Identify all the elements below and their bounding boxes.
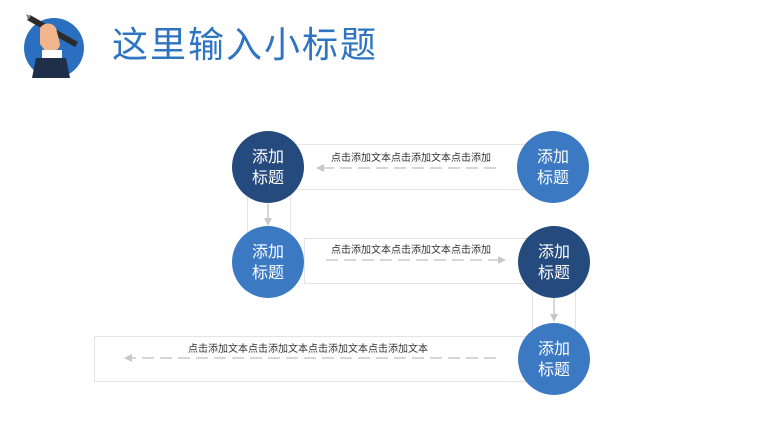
row-3-panel [94, 336, 554, 382]
row-2-text: 点击添加文本点击添加文本点击添加 [331, 245, 491, 256]
node-4-line1: 添加 [537, 242, 570, 261]
node-2-line1: 添加 [536, 147, 569, 166]
row-3-text: 点击添加文本点击添加文本点击添加文本点击添加文本 [188, 344, 428, 355]
node-5-line2: 标题 [537, 360, 570, 379]
node-4-line2: 标题 [537, 263, 570, 282]
node-3: 添加 标题 [232, 226, 304, 298]
node-2-line2: 标题 [536, 168, 569, 187]
hand-holding-pen-icon [24, 14, 84, 78]
node-3-line1: 添加 [251, 242, 284, 261]
row-1-panel [268, 144, 554, 190]
node-1: 添加 标题 [232, 131, 304, 203]
slide-title: 这里输入小标题 [112, 25, 379, 66]
node-1-line2: 标题 [251, 168, 284, 187]
node-5: 添加 标题 [518, 323, 590, 395]
node-5-line1: 添加 [537, 339, 570, 358]
row-1-text: 点击添加文本点击添加文本点击添加 [331, 153, 491, 164]
node-4: 添加 标题 [518, 226, 590, 298]
node-1-line1: 添加 [251, 147, 284, 166]
node-3-line2: 标题 [251, 263, 284, 282]
logo [22, 14, 86, 78]
node-2: 添加 标题 [517, 131, 589, 203]
